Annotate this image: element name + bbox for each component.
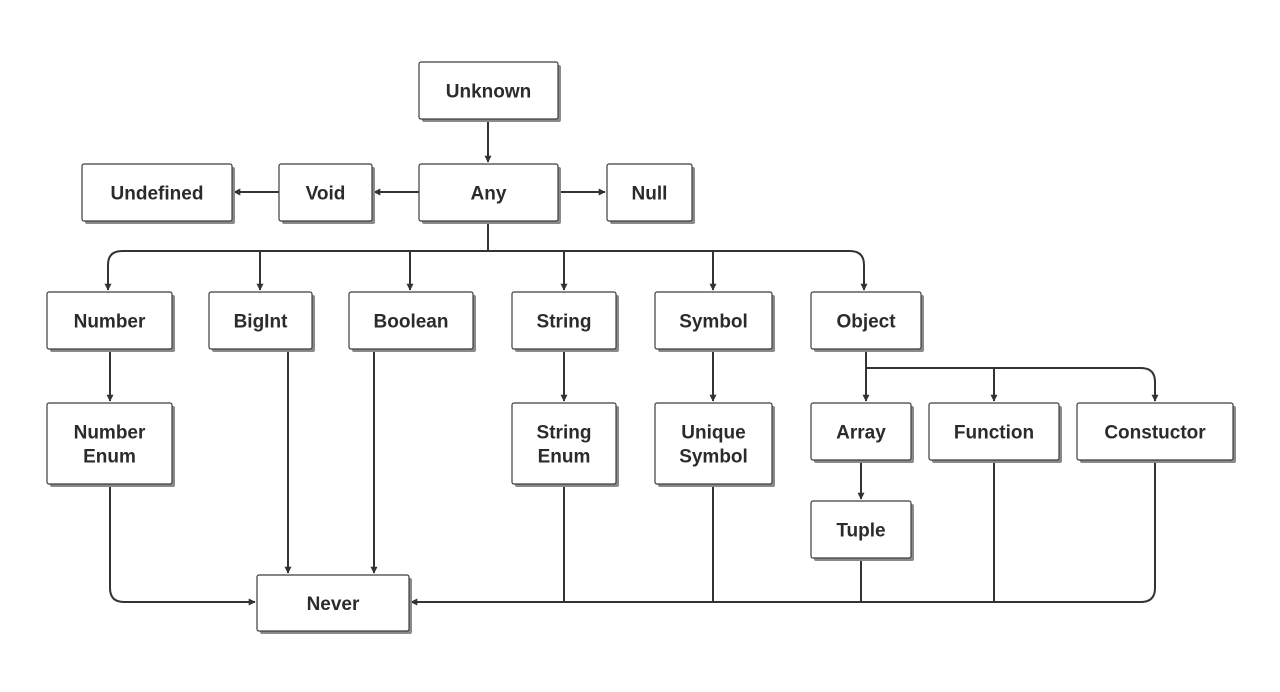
edge-object-to-function (866, 367, 998, 402)
node-label: Any (471, 184, 507, 205)
node-box (928, 402, 1060, 461)
node-label: Enum (538, 447, 591, 468)
edge-any-to-object (488, 250, 868, 291)
node-label: Never (307, 594, 360, 615)
node-label: Constuctor (1104, 423, 1206, 444)
node-box (654, 291, 773, 350)
node-label: Enum (83, 447, 136, 468)
node-label: Function (954, 423, 1034, 444)
node-box (654, 402, 773, 485)
node-label: Void (306, 184, 346, 205)
node-tuple: Tuple (810, 500, 914, 561)
node-box (418, 163, 559, 222)
node-box (810, 291, 922, 350)
node-box (46, 291, 173, 350)
node-label: String (537, 423, 592, 444)
node-label: Number (74, 423, 146, 444)
node-boolean: Boolean (348, 291, 476, 352)
edge-number-enum-to-never (109, 484, 256, 606)
node-label: Boolean (374, 312, 449, 333)
node-label: Undefined (111, 184, 204, 205)
node-unknown: Unknown (418, 61, 561, 122)
node-box (46, 402, 173, 485)
node-box (810, 500, 912, 559)
node-array: Array (810, 402, 914, 463)
node-label: Symbol (679, 447, 748, 468)
node-box (1076, 402, 1234, 461)
node-label: Array (836, 423, 886, 444)
node-box (81, 163, 233, 222)
node-bigint: BigInt (208, 291, 315, 352)
node-label: String (537, 312, 592, 333)
node-label: Unknown (446, 82, 532, 103)
node-label: Number (74, 312, 146, 333)
edge-constructor-to-never (410, 460, 1156, 606)
node-box (208, 291, 313, 350)
node-label: BigInt (234, 312, 288, 333)
node-string: String (511, 291, 619, 352)
node-never: Never (256, 574, 412, 634)
node-box (606, 163, 693, 222)
node-symbol: Symbol (654, 291, 775, 352)
node-label: Symbol (679, 312, 748, 333)
node-box (278, 163, 373, 222)
node-function: Function (928, 402, 1062, 463)
node-void: Void (278, 163, 375, 224)
edge-object-to-constructor (866, 367, 1159, 402)
node-any: Any (418, 163, 561, 224)
node-box (256, 574, 410, 632)
node-label: Null (632, 184, 668, 205)
node-null: Null (606, 163, 695, 224)
node-undefined: Undefined (81, 163, 235, 224)
node-box (348, 291, 474, 350)
node-box (511, 402, 617, 485)
node-box (418, 61, 559, 120)
node-label: Unique (681, 423, 745, 444)
edge-any-to-number (104, 221, 489, 291)
node-constructor: Constuctor (1076, 402, 1236, 463)
node-box (511, 291, 617, 350)
node-box (810, 402, 912, 461)
node-label: Tuple (836, 521, 885, 542)
edges-layer (104, 119, 1159, 606)
node-label: Object (836, 312, 896, 333)
node-number: Number (46, 291, 175, 352)
node-object: Object (810, 291, 924, 352)
